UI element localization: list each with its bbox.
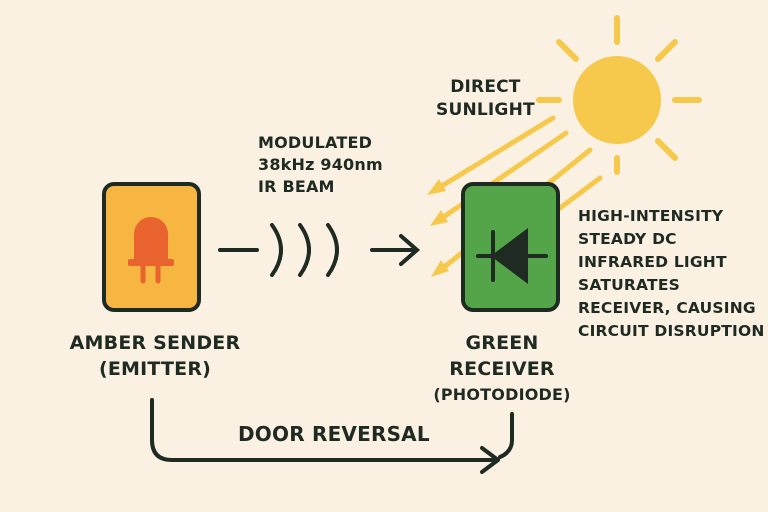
beam-arrowhead bbox=[399, 234, 421, 266]
sun-icon bbox=[536, 15, 702, 175]
led-icon bbox=[128, 217, 174, 284]
door-reversal-connector bbox=[150, 398, 514, 474]
effect-label-line: INFRARED LIGHT bbox=[578, 253, 727, 271]
sunlight-ray-arrowhead bbox=[430, 210, 448, 226]
wave-arc bbox=[298, 223, 311, 277]
beam-label-line: 38kHz 940nm bbox=[258, 155, 383, 174]
beam-label: MODULATED 38kHz 940nm IR BEAM bbox=[258, 132, 383, 198]
sender-label: AMBER SENDER (EMITTER) bbox=[62, 330, 248, 382]
photodiode-icon bbox=[476, 228, 548, 284]
receiver-label: GREEN RECEIVER (PHOTODIODE) bbox=[432, 330, 572, 408]
sunlight-label-line: SUNLIGHT bbox=[436, 100, 535, 120]
effect-label-line: CIRCUIT DISRUPTION bbox=[578, 322, 765, 340]
effect-label-line: STEADY DC bbox=[578, 230, 677, 248]
receiver-name: GREEN bbox=[465, 332, 539, 354]
effect-label-line: RECEIVER, CAUSING bbox=[578, 299, 756, 317]
sunlight-label: DIRECT SUNLIGHT bbox=[436, 76, 535, 122]
beam-label-line: IR BEAM bbox=[258, 177, 335, 196]
sunlight-ray bbox=[437, 115, 556, 190]
effect-label-line: SATURATES bbox=[578, 276, 680, 294]
sunlight-ray-arrowhead bbox=[427, 179, 446, 195]
wave-arc bbox=[326, 223, 339, 277]
beam-label-line: MODULATED bbox=[258, 133, 373, 152]
sunlight-ray-arrowhead bbox=[431, 260, 449, 277]
sender-name: AMBER SENDER bbox=[69, 332, 241, 354]
door-reversal-label: DOOR REVERSAL bbox=[238, 422, 430, 446]
wave-arc bbox=[270, 223, 283, 277]
connector-line bbox=[150, 398, 499, 462]
receiver-role: (PHOTODIODE) bbox=[433, 385, 571, 404]
effect-label-line: HIGH-INTENSITY bbox=[578, 207, 724, 225]
ir-beam bbox=[218, 223, 421, 277]
receiver-drop-line bbox=[498, 412, 514, 459]
sunlight-label-line: DIRECT bbox=[450, 77, 521, 97]
receiver-name: RECEIVER bbox=[449, 358, 555, 380]
effect-label: HIGH-INTENSITY STEADY DC INFRARED LIGHT … bbox=[578, 205, 765, 343]
sender-role: (EMITTER) bbox=[98, 358, 212, 380]
connector-arrowhead bbox=[480, 446, 500, 474]
